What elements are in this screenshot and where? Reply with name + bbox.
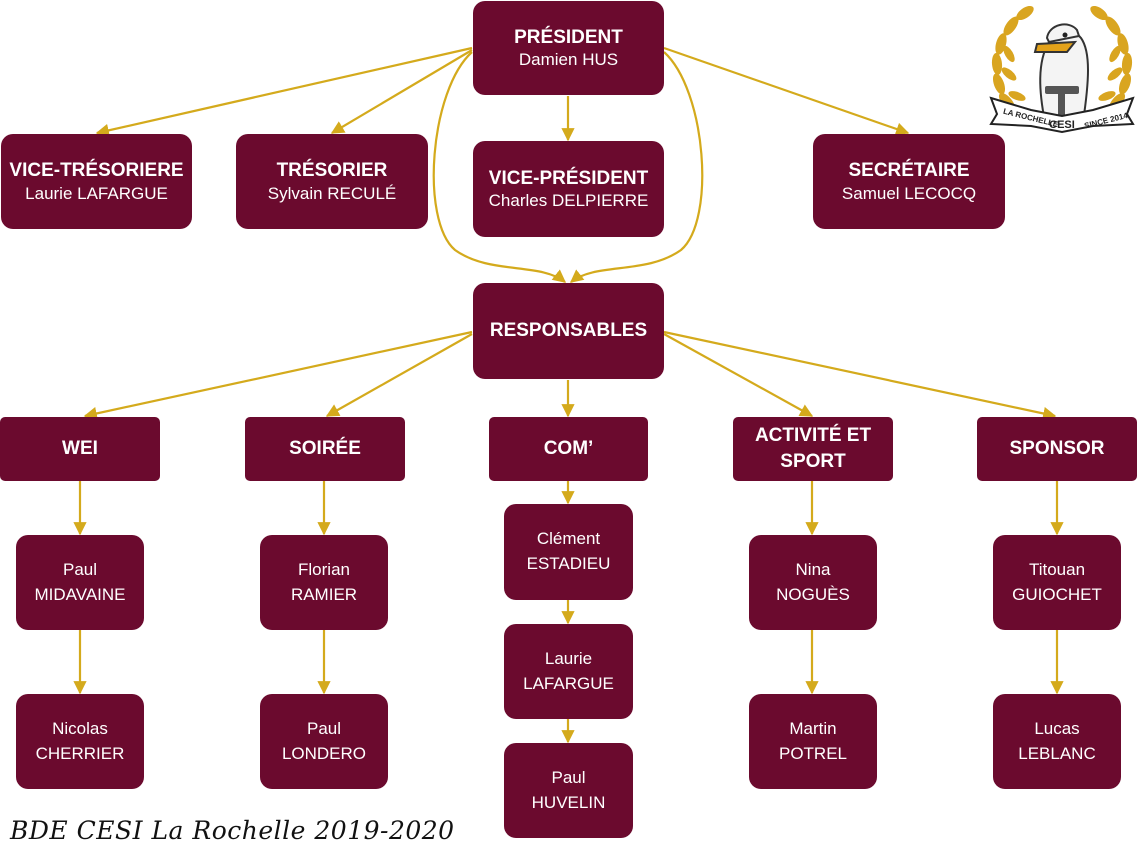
vice-tresoriere-box: VICE-TRÉSORIERE Laurie LAFARGUE: [1, 134, 192, 229]
member-last-name: LAFARGUE: [523, 673, 614, 693]
connector-responsables-wei: [83, 330, 473, 420]
member-box: Lucas LEBLANC: [993, 694, 1121, 789]
member-last-name: HUVELIN: [531, 792, 606, 812]
laurel-left-icon: [991, 5, 1034, 112]
bde-logo-icon: LA ROCHELLE SINCE 2014 CESI: [989, 5, 1135, 134]
pole-soiree: SOIRÉE: [245, 417, 405, 481]
member-box: Paul LONDERO: [260, 694, 388, 789]
pole-wei: WEI: [0, 417, 160, 481]
vice-tresoriere-title: VICE-TRÉSORIERE: [9, 160, 184, 181]
member-last-name: LONDERO: [281, 743, 367, 763]
member-last-name: ESTADIEU: [526, 554, 611, 573]
connector-president-responsables-left: [432, 51, 567, 283]
connector-responsables-sponsor: [663, 330, 1057, 420]
pole-activite-label-line1: ACTIVITÉ ET: [754, 425, 872, 447]
member-last-name: LEBLANC: [1018, 743, 1096, 763]
secretaire-title: SECRÉTAIRE: [848, 160, 970, 181]
member-first-name: Nicolas: [52, 718, 108, 738]
member-box: Martin POTREL: [749, 694, 877, 789]
member-first-name: Titouan: [1028, 559, 1086, 579]
logo-text-bottom: CESI: [1049, 119, 1075, 131]
laurel-right-icon: [1090, 5, 1133, 112]
pole-sponsor: SPONSOR: [977, 417, 1137, 481]
member-first-name: Paul: [62, 559, 98, 579]
president-name: Damien HUS: [518, 50, 619, 70]
member-first-name: Laurie: [544, 648, 593, 668]
tresorier-box: TRÉSORIER Sylvain RECULÉ: [236, 134, 428, 229]
member-first-name: Nina: [795, 559, 831, 579]
member-box: Titouan GUIOCHET: [993, 535, 1121, 630]
member-first-name: Florian: [298, 559, 350, 579]
member-last-name: CHERRIER: [35, 743, 125, 763]
member-last-name: MIDAVAINE: [34, 584, 126, 604]
member-box: Florian RAMIER: [260, 535, 388, 630]
member-last-name: POTREL: [778, 743, 848, 763]
connector-president-vice-tresoriere: [95, 46, 473, 137]
responsables-title: RESPONSABLES: [489, 320, 648, 342]
secretaire-box: SECRÉTAIRE Samuel LECOCQ: [813, 134, 1005, 229]
member-first-name: Paul: [306, 718, 342, 738]
member-box: Nina NOGUÈS: [749, 535, 877, 630]
vice-president-title: VICE-PRÉSIDENT: [488, 167, 649, 189]
tresorier-name: Sylvain RECULÉ: [267, 183, 397, 203]
member-first-name: Lucas: [1034, 718, 1080, 738]
member-box: Nicolas CHERRIER: [16, 694, 144, 789]
vice-president-name: Charles DELPIERRE: [488, 191, 649, 211]
pole-com-label: COM’: [543, 438, 594, 460]
footer-caption: BDE CESI La Rochelle 2019-2020: [10, 816, 455, 845]
member-box: Clément ESTADIEU: [504, 504, 633, 600]
pole-soiree-label: SOIRÉE: [289, 438, 361, 460]
member-first-name: Martin: [789, 718, 837, 738]
member-box: Paul MIDAVAINE: [16, 535, 144, 630]
member-first-name: Clément: [536, 529, 601, 549]
member-last-name: RAMIER: [290, 584, 358, 604]
connector-president-tresorier: [330, 49, 473, 134]
pole-sponsor-label: SPONSOR: [1009, 438, 1105, 460]
pole-activite-sport: ACTIVITÉ ET SPORT: [733, 417, 893, 481]
connector-president-responsables-right: [569, 51, 704, 283]
member-last-name: NOGUÈS: [776, 584, 850, 604]
pole-wei-label: WEI: [62, 438, 98, 460]
ribbon-icon: [989, 96, 1135, 134]
pole-com: COM’: [489, 417, 648, 481]
responsables-box: RESPONSABLES: [473, 283, 664, 379]
vice-tresoriere-name: Laurie LAFARGUE: [25, 183, 168, 203]
pelican-icon: [1033, 23, 1089, 123]
vice-president-box: VICE-PRÉSIDENT Charles DELPIERRE: [473, 141, 664, 237]
member-box: Paul HUVELIN: [504, 743, 633, 838]
member-first-name: Paul: [551, 767, 586, 787]
connector-responsables-soiree: [325, 333, 473, 417]
president-box: PRÉSIDENT Damien HUS: [473, 1, 664, 95]
connector-president-secretaire: [663, 46, 910, 136]
president-title: PRÉSIDENT: [514, 26, 623, 48]
secretaire-name: Samuel LECOCQ: [841, 183, 977, 203]
connector-responsables-activite: [663, 333, 814, 417]
tresorier-title: TRÉSORIER: [276, 160, 388, 181]
member-box: Laurie LAFARGUE: [504, 624, 633, 719]
pole-activite-label-line2: SPORT: [780, 451, 846, 472]
member-last-name: GUIOCHET: [1012, 584, 1102, 604]
